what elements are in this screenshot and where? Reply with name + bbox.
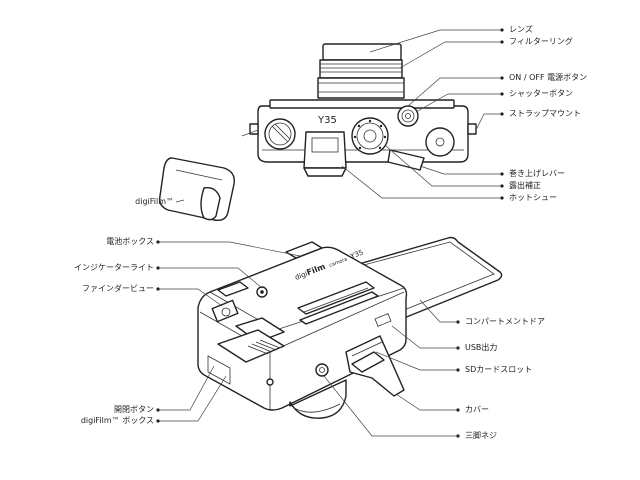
label-compartment-door: コンパートメントドア	[465, 317, 545, 326]
label-sd-slot: SDカードスロット	[465, 365, 533, 374]
hot-shoe	[303, 131, 347, 177]
strap-mount-disc	[425, 127, 455, 157]
label-shutter-button: シャッターボタン	[509, 89, 573, 98]
tripod-socket	[315, 363, 329, 377]
bottom-view-camera: digiFilm camera Y35	[197, 236, 503, 419]
label-indicator-light: インジケーターライト	[74, 263, 154, 272]
label-tripod-screw: 三脚ネジ	[465, 431, 497, 440]
label-power-button: ON / OFF 電源ボタン	[509, 73, 588, 82]
exposure-dial	[351, 117, 389, 155]
rewind-knob	[264, 118, 296, 150]
top-view-camera: Y35	[249, 43, 477, 177]
shutter-button-drawing	[397, 105, 419, 127]
label-digifilm-box: digiFilm™ ボックス	[80, 416, 154, 425]
label-release-button: 開閉ボタン	[114, 405, 154, 414]
internal-slots	[207, 281, 392, 385]
top-leaders	[241, 28, 504, 200]
sd-cover	[345, 335, 405, 397]
label-battery-box: 電池ボックス	[106, 237, 154, 246]
side-screw	[266, 378, 274, 386]
label-cover: カバー	[465, 405, 489, 414]
label-lens: レンズ	[509, 25, 533, 34]
label-filter-ring: フィルターリング	[509, 37, 573, 46]
bottom-leaders	[156, 240, 460, 438]
label-advance-lever: 巻き上げレバー	[509, 169, 565, 178]
label-digifilm: digiFilm™	[135, 197, 174, 206]
advance-lever	[387, 149, 425, 171]
digifilm-cartridge	[158, 157, 235, 222]
label-viewfinder: ファインダービュー	[82, 284, 154, 293]
label-usb-output: USB出力	[465, 343, 498, 352]
label-hot-shoe: ホットシュー	[509, 193, 557, 202]
brand-model: Y35	[348, 248, 364, 261]
lens-barrel	[317, 43, 405, 99]
top-bumps	[211, 241, 323, 323]
label-strap-mount: ストラップマウント	[509, 109, 581, 118]
top-model-text: Y35	[317, 115, 337, 126]
label-exposure-compensation: 露出補正	[509, 181, 541, 190]
bottom-lens	[289, 379, 347, 419]
